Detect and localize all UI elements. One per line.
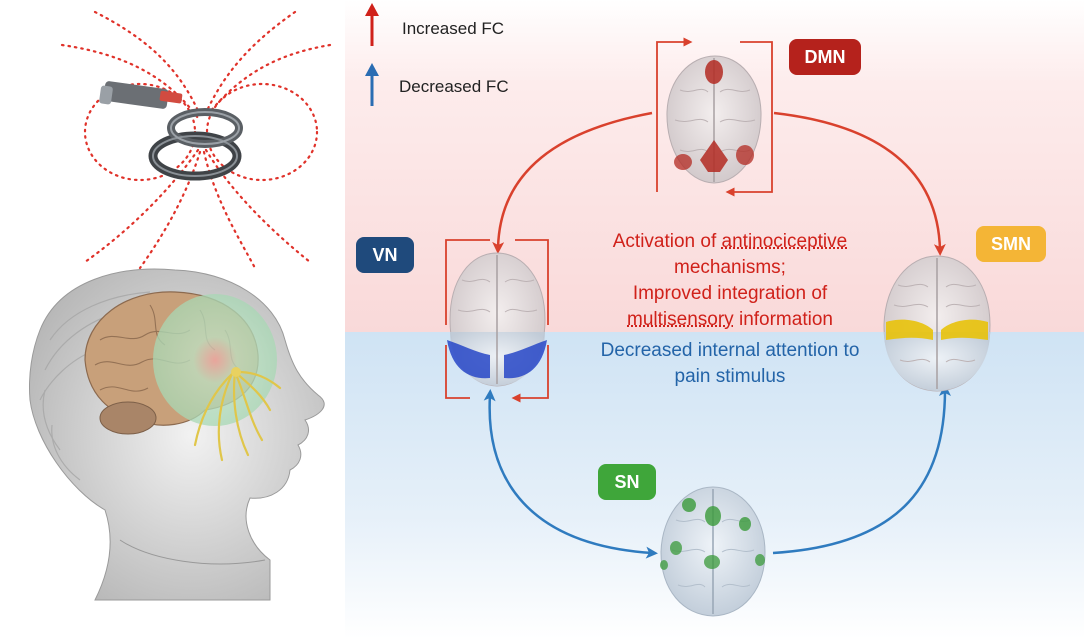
arrow-dmn-to-vn [492,111,653,254]
vn-brain-icon [445,239,549,403]
sn-badge: SN [598,464,656,500]
decreased-effects-text: Decreased internal attention to pain sti… [560,338,900,390]
increased-line2: mechanisms; [674,257,786,278]
arrow-dmn-to-smn [773,111,946,256]
arrow-sn-to-smn [772,384,951,555]
dmn-brain-icon [656,37,773,197]
increased-line1-a: Activation of [612,231,722,252]
coil-handle-icon [99,81,183,109]
nerve-branches-icon [193,370,282,462]
sn-brain-icon [660,486,766,617]
smn-badge: SMN [976,226,1046,262]
decreased-line1: Decreased internal attention to [600,340,860,361]
head-illustration [29,268,325,601]
decreased-line2: pain stimulus [674,366,786,387]
stimulation-glow [153,294,277,426]
increased-line4-b: information [733,309,833,330]
arrow-vn-sn [483,389,658,559]
legend-decreased-label: Decreased FC [399,77,509,96]
vn-badge: VN [356,237,414,273]
tms-coil-illustration [60,10,332,270]
legend-increased-label: Increased FC [402,19,505,38]
legend-decreased-arrow-icon [365,63,379,106]
figure-eight-coil-icon [148,108,243,181]
increased-line3: Improved integration of [632,283,828,304]
increased-line1-b: antinociceptive [721,231,848,252]
increased-line4-a: multisensory [627,309,734,330]
legend-increased-arrow-icon [365,3,379,46]
smn-brain-icon [883,255,991,392]
increased-effects-text: Activation of antinociceptive mechanisms… [560,229,900,333]
dmn-badge: DMN [789,39,861,75]
